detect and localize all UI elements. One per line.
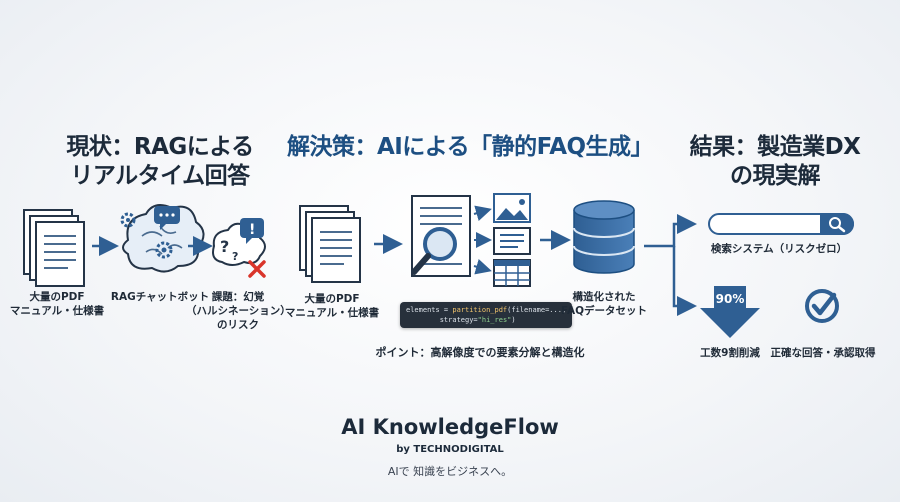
magnifier-icon xyxy=(411,227,457,275)
svg-text:?: ? xyxy=(220,237,229,256)
issue-line3: のリスク xyxy=(217,319,259,331)
code-line2-str: "hi_res" xyxy=(477,316,512,324)
brand-by: by TECHNODIGITAL xyxy=(396,444,504,455)
brain-chatbot-icon xyxy=(120,204,205,273)
result-title-line2: の現実解 xyxy=(730,163,821,189)
split-arrows xyxy=(473,205,492,275)
docs-label: 大量のPDF マニュアル・仕様書 xyxy=(4,290,110,318)
svg-text:!: ! xyxy=(249,222,255,238)
red-x-icon xyxy=(248,260,266,278)
document-stack-icon xyxy=(23,209,85,287)
solution-docs-label: 大量のPDF マニュアル・仕様書 xyxy=(280,292,384,320)
docs-label-line1: 大量のPDF xyxy=(29,291,85,303)
brand-name: AI KnowledgeFlow xyxy=(341,415,559,439)
search-button xyxy=(820,213,854,235)
text-element-icon xyxy=(493,227,531,255)
code-line2-prefix: strategy= xyxy=(406,316,478,324)
approval-label: 正確な回答・承認取得 xyxy=(770,347,876,359)
issue-line1: 課題：幻覚 xyxy=(211,291,265,303)
code-snippet: elements = partition_pdf(filename=..., s… xyxy=(400,302,573,328)
result-title: 結果：製造業DX の現実解 xyxy=(680,133,870,191)
current-title-line2: リアルタイム回答 xyxy=(70,163,250,189)
code-line1-suffix: (filename=..., xyxy=(507,306,567,314)
code-line1-prefix: elements = xyxy=(406,306,453,314)
gear-icon xyxy=(155,241,173,259)
database-label: 構造化された FAQデータセット xyxy=(554,290,654,318)
issue-label: 課題：幻覚 （ハルシネーション） のリスク xyxy=(186,290,291,332)
document-stack-icon xyxy=(299,205,361,283)
database-label-line2: FAQデータセット xyxy=(560,305,648,317)
solution-docs-line1: 大量のPDF xyxy=(304,293,360,305)
current-title-line1: 現状：RAGによる xyxy=(66,134,254,160)
code-line1-fn: partition_pdf xyxy=(452,306,508,314)
reduction-down-arrow-icon xyxy=(700,286,760,338)
hallucination-warning-icon: ? ? ! xyxy=(212,218,266,278)
check-circle-icon xyxy=(805,289,839,323)
solution-docs-line2: マニュアル・仕様書 xyxy=(284,307,380,319)
result-branch-arrows xyxy=(644,214,697,316)
search-system-label: 検索システム（リスクゼロ） xyxy=(710,243,848,255)
solution-title: 解決策：AIによる「静的FAQ生成」 xyxy=(286,134,654,160)
result-title-line1: 結果：製造業DX xyxy=(689,134,861,160)
search-icon xyxy=(829,217,846,233)
point-caption: ポイント：高解像度での要素分解と構造化 xyxy=(375,346,585,359)
database-icon xyxy=(573,200,635,274)
docs-label-line2: マニュアル・仕様書 xyxy=(9,305,105,317)
search-bar xyxy=(708,213,854,235)
svg-text:?: ? xyxy=(232,250,238,263)
issue-line2: （ハルシネーション） xyxy=(186,305,291,317)
brand-tagline: AIで 知識をビジネスへ。 xyxy=(387,465,513,478)
current-state-title: 現状：RAGによる リアルタイム回答 xyxy=(55,133,265,191)
chat-bubble-icon xyxy=(154,206,180,230)
table-element-icon xyxy=(493,259,531,287)
rag-label: RAGチャットボット xyxy=(110,291,210,303)
reduction-label: 工数9割削減 xyxy=(700,347,760,359)
database-label-line1: 構造化された xyxy=(572,291,636,303)
image-element-icon xyxy=(493,193,531,223)
gear-icon xyxy=(120,212,136,228)
code-line2-suffix: ) xyxy=(511,316,516,324)
percent-value: 90% xyxy=(715,292,745,306)
document-analysis-icon xyxy=(411,195,471,277)
